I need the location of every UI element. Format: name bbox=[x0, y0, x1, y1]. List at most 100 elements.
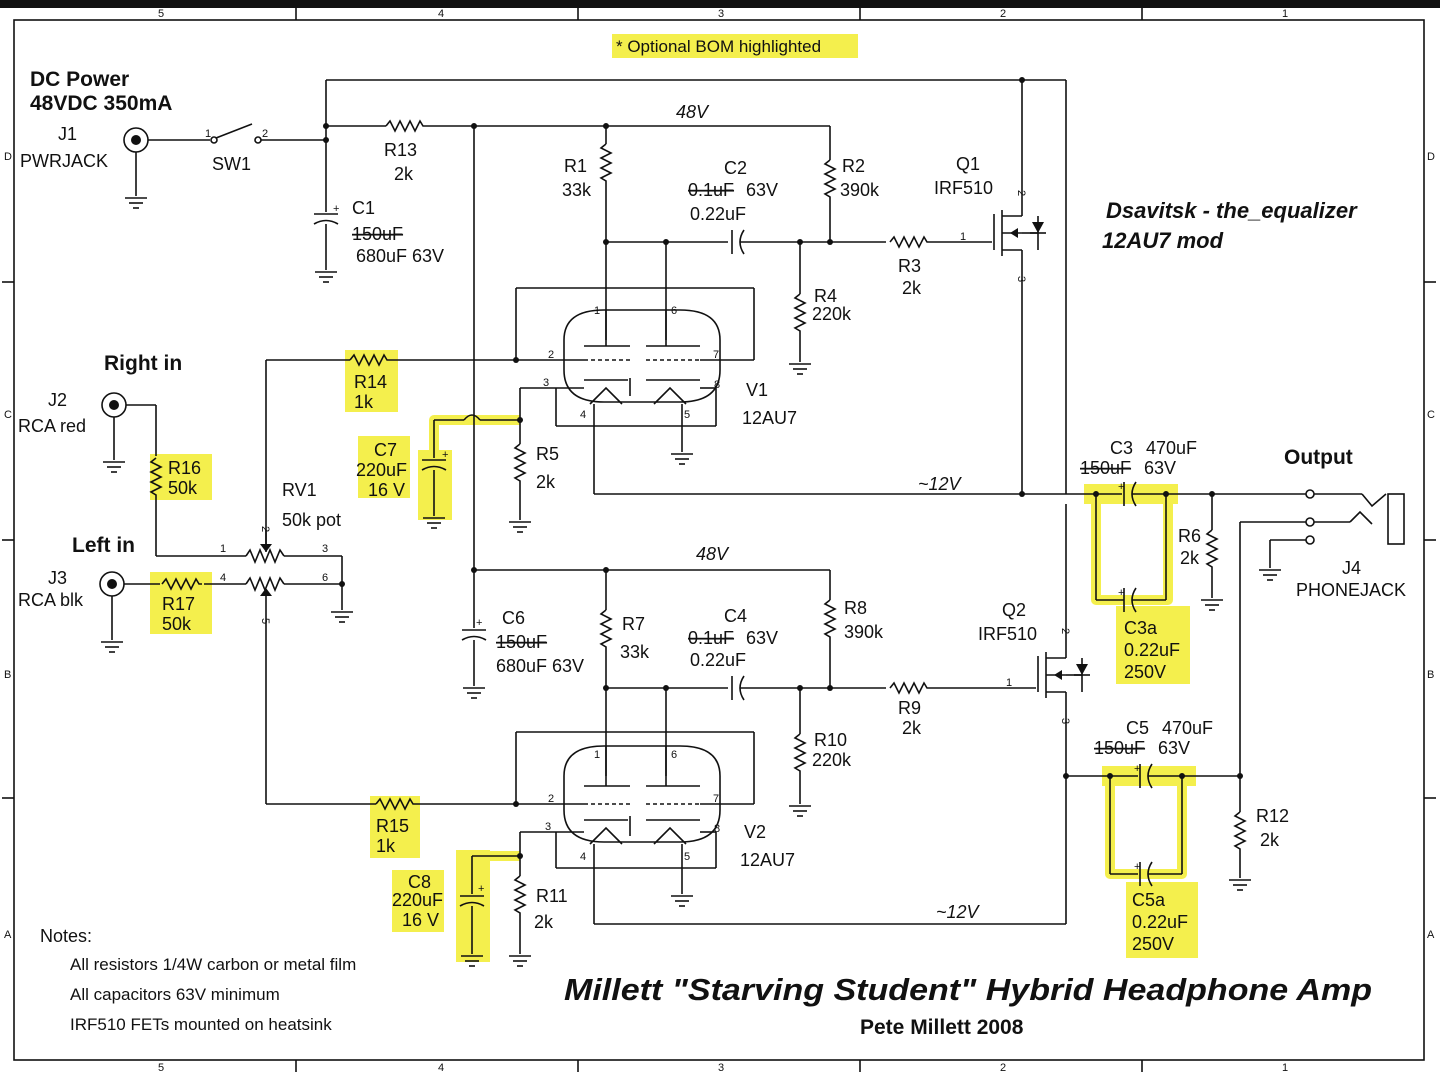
r15-value: 1k bbox=[376, 836, 396, 856]
c2-old-value: 0.1uF bbox=[688, 180, 734, 200]
c5-voltage: 63V bbox=[1158, 738, 1190, 758]
row-label-a-right: A bbox=[1427, 929, 1435, 941]
q2-type: IRF510 bbox=[978, 624, 1037, 644]
c4-voltage: 63V bbox=[746, 628, 778, 648]
dc-power-spec: 48VDC 350mA bbox=[30, 92, 172, 115]
r11-value: 2k bbox=[534, 912, 554, 932]
row-label-b: B bbox=[4, 669, 11, 681]
r2-ref: R2 bbox=[842, 156, 865, 176]
cathode-12v-top: ~12V bbox=[918, 474, 963, 494]
col-label-5-bottom: 5 bbox=[158, 1062, 164, 1074]
c8-voltage: 16 V bbox=[402, 910, 439, 930]
r17-ref: R17 bbox=[162, 594, 195, 614]
v1-pin1: 1 bbox=[594, 305, 600, 317]
r6-ref: R6 bbox=[1178, 526, 1201, 546]
r15-ref: R15 bbox=[376, 816, 409, 836]
c2-new-value: 0.22uF bbox=[690, 204, 746, 224]
schematic-author: Pete Millett 2008 bbox=[860, 1016, 1024, 1039]
r13-ref: R13 bbox=[384, 140, 417, 160]
c3a-plus: + bbox=[1118, 587, 1124, 599]
c8-ref: C8 bbox=[408, 872, 431, 892]
r3-value: 2k bbox=[902, 278, 922, 298]
q1-type: IRF510 bbox=[934, 178, 993, 198]
r4-ref: R4 bbox=[814, 286, 837, 306]
row-label-c: C bbox=[4, 409, 12, 421]
r14-value: 1k bbox=[354, 392, 374, 412]
v1-pin7: 7 bbox=[713, 349, 719, 361]
sw1-ref: SW1 bbox=[212, 154, 251, 174]
mod-name: 12AU7 mod bbox=[1102, 228, 1224, 253]
row-label-d: D bbox=[4, 151, 12, 163]
r16-value: 50k bbox=[168, 478, 198, 498]
q1-drain-pin: 2 bbox=[1015, 190, 1027, 196]
rv1-pin2: 2 bbox=[259, 526, 271, 532]
left-in-title: Left in bbox=[72, 534, 135, 557]
v2-ref: V2 bbox=[744, 822, 766, 842]
r14-ref: R14 bbox=[354, 372, 387, 392]
r7-ref: R7 bbox=[622, 614, 645, 634]
top-bar bbox=[0, 0, 1440, 8]
sheet-border bbox=[13, 19, 1425, 1061]
c3-voltage: 63V bbox=[1144, 458, 1176, 478]
v2-pin4: 4 bbox=[580, 851, 586, 863]
col-label-4: 4 bbox=[438, 8, 444, 20]
row-label-d-right: D bbox=[1427, 151, 1435, 163]
q2-gate-pin: 1 bbox=[1006, 677, 1012, 689]
c1-old-value: 150uF bbox=[352, 224, 403, 244]
c7-value: 220uF bbox=[356, 460, 407, 480]
r9-value: 2k bbox=[902, 718, 922, 738]
c5-value: 470uF bbox=[1162, 718, 1213, 738]
c8-plus: + bbox=[478, 883, 484, 895]
rail-48v-top: 48V bbox=[676, 102, 710, 122]
r1-ref: R1 bbox=[564, 156, 587, 176]
c5a-value: 0.22uF bbox=[1132, 912, 1188, 932]
notes-line-3: IRF510 FETs mounted on heatsink bbox=[70, 1015, 332, 1034]
c5a-ref: C5a bbox=[1132, 890, 1166, 910]
output-circuit bbox=[1022, 481, 1405, 891]
r10-ref: R10 bbox=[814, 730, 847, 750]
q1-gate-pin: 1 bbox=[960, 231, 966, 243]
j2-type: RCA red bbox=[18, 416, 86, 436]
v1-pin6: 6 bbox=[671, 305, 677, 317]
rv1-pin3: 3 bbox=[322, 543, 328, 555]
c7-voltage: 16 V bbox=[368, 480, 405, 500]
c6-new-value: 680uF 63V bbox=[496, 656, 584, 676]
j3-ref: J3 bbox=[48, 568, 67, 588]
row-label-a: A bbox=[4, 929, 12, 941]
q2-source-pin: 3 bbox=[1059, 718, 1071, 724]
input-circuit bbox=[99, 392, 354, 804]
v1-pin5: 5 bbox=[684, 409, 690, 421]
r4-value: 220k bbox=[812, 304, 852, 324]
dc-power-title: DC Power bbox=[30, 68, 129, 91]
v1-pin3: 3 bbox=[543, 377, 549, 389]
j4-ref: J4 bbox=[1342, 558, 1361, 578]
v1-pin8: 8 bbox=[714, 379, 720, 391]
c1-ref: C1 bbox=[352, 198, 375, 218]
j4-type: PHONEJACK bbox=[1296, 580, 1406, 600]
c5-plus: + bbox=[1134, 763, 1140, 775]
rv1-pin4: 4 bbox=[220, 572, 226, 584]
power-input-circuit bbox=[123, 79, 1066, 570]
right-in-title: Right in bbox=[104, 352, 182, 375]
upper-channel-circuit bbox=[265, 77, 1067, 552]
r10-value: 220k bbox=[812, 750, 852, 770]
col-label-3: 3 bbox=[718, 8, 724, 20]
c7-ref: C7 bbox=[374, 440, 397, 460]
notes-line-1: All resistors 1/4W carbon or metal film bbox=[70, 955, 356, 974]
r12-ref: R12 bbox=[1256, 806, 1289, 826]
q2-drain-pin: 2 bbox=[1059, 628, 1071, 634]
j2-ref: J2 bbox=[48, 390, 67, 410]
r8-value: 390k bbox=[844, 622, 884, 642]
r2-value: 390k bbox=[840, 180, 880, 200]
v1-pin2: 2 bbox=[548, 349, 554, 361]
col-label-3-bottom: 3 bbox=[718, 1062, 724, 1074]
lower-channel-circuit bbox=[266, 504, 1090, 967]
c5-old-value: 150uF bbox=[1094, 738, 1145, 758]
rv1-pin6: 6 bbox=[322, 572, 328, 584]
c3a-voltage: 250V bbox=[1124, 662, 1166, 682]
c3-value: 470uF bbox=[1146, 438, 1197, 458]
c3-plus: + bbox=[1118, 481, 1124, 493]
optional-bom-note: * Optional BOM highlighted bbox=[616, 37, 821, 56]
r3-ref: R3 bbox=[898, 256, 921, 276]
